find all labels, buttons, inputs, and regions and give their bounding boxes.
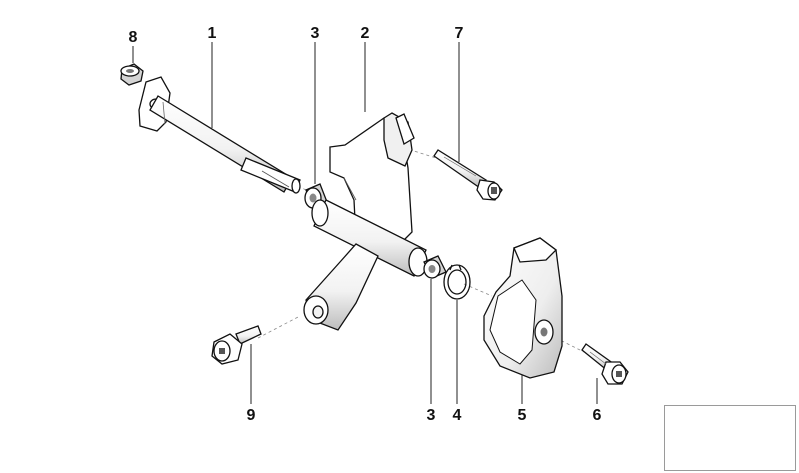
callout-9: 9 xyxy=(246,407,256,424)
callout-7: 7 xyxy=(454,25,464,42)
part-1-shaft xyxy=(138,76,301,194)
part-2-lever-bracket xyxy=(303,112,428,331)
part-6-cap-screw xyxy=(581,343,629,385)
leader-lines xyxy=(132,42,598,404)
part-4-retaining-ring xyxy=(443,264,471,300)
part-3-sleeve-lower xyxy=(423,255,447,279)
callout-3-upper: 3 xyxy=(310,25,320,42)
callout-3-lower: 3 xyxy=(426,407,436,424)
part-8-bushing xyxy=(120,63,144,86)
callout-2: 2 xyxy=(360,25,370,42)
callout-6: 6 xyxy=(592,407,602,424)
part-7-cap-screw xyxy=(433,149,503,201)
callout-4: 4 xyxy=(452,407,462,424)
callout-1: 1 xyxy=(207,25,217,42)
callout-5: 5 xyxy=(517,407,527,424)
locator-thumbnail-frame xyxy=(664,405,796,471)
part-5-cover xyxy=(483,237,563,379)
part-9-cap-screw xyxy=(211,325,262,365)
callout-8: 8 xyxy=(128,29,138,46)
